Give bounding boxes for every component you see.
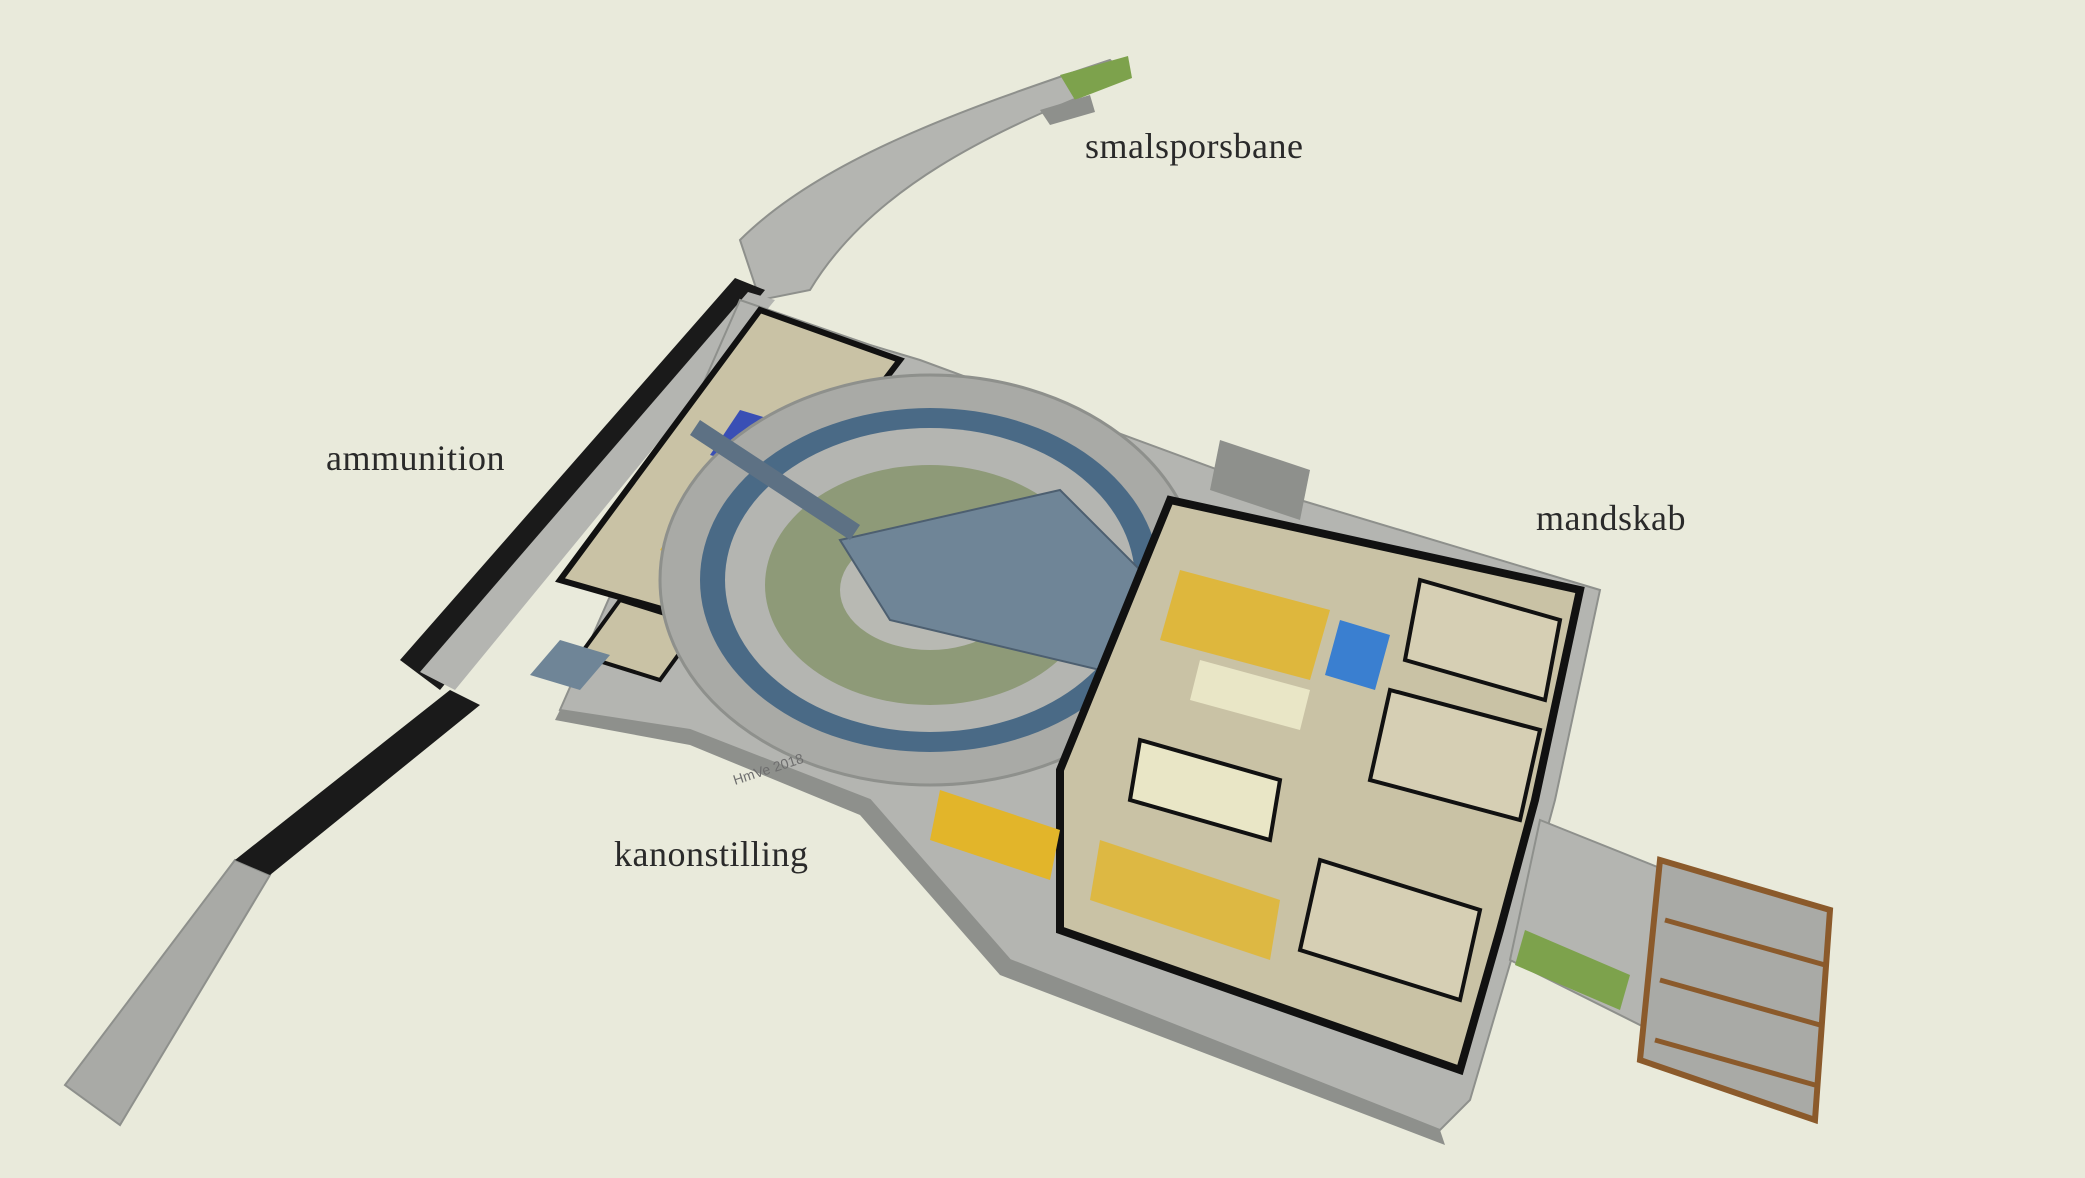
ammunition-corridor (63, 278, 775, 1127)
ammunition-label: ammunition (326, 438, 505, 478)
crew-quarters (930, 440, 1585, 1076)
gun-emplacement-label: kanonstilling (614, 834, 809, 874)
narrow-gauge-label: smalsporsbane (1085, 126, 1304, 166)
narrow-gauge-tunnel (738, 56, 1132, 302)
crew-label: mandskab (1536, 498, 1686, 538)
gun-emplacement: HmVe 2018 (658, 373, 1202, 788)
entrance (1508, 818, 1834, 1125)
